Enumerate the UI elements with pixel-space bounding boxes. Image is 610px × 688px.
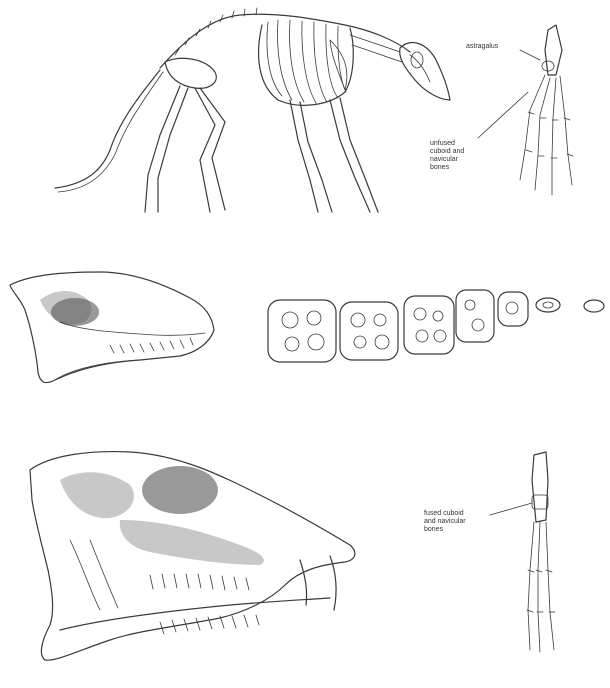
label-astragalus: astragalus xyxy=(466,43,498,51)
fused-foot-drawing xyxy=(490,452,555,652)
label-unfused-bones: unfused cuboid and navicular bones xyxy=(430,140,490,172)
teeth-row-drawing xyxy=(268,290,604,362)
large-skull-drawing xyxy=(30,452,355,661)
small-skull-drawing xyxy=(10,272,214,383)
mammal-skeleton-drawing xyxy=(55,8,450,212)
label-fused-bones: fused cuboid and navicular bones xyxy=(424,510,494,534)
